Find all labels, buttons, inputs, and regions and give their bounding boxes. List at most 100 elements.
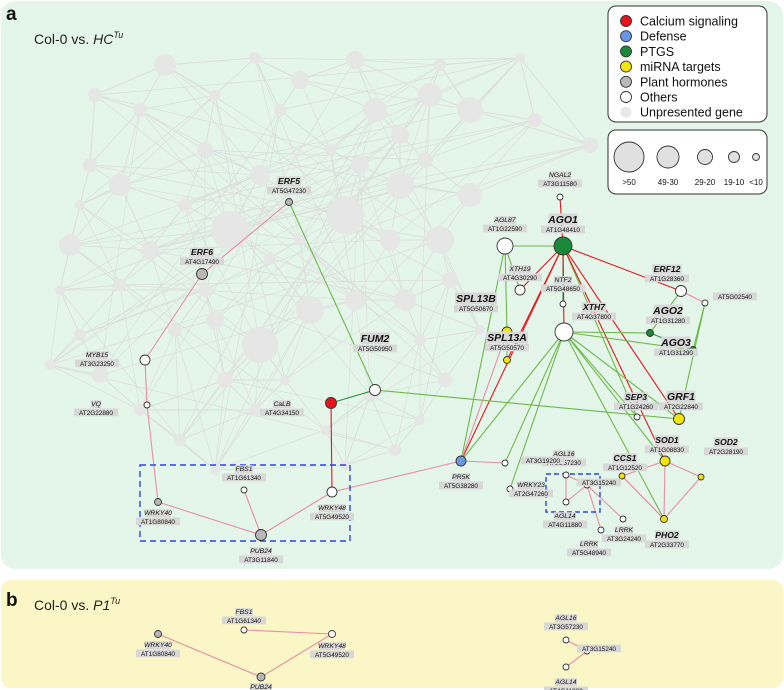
gene-locus-a-pr5k: AT5G38280 [444,483,478,490]
interaction-edge-a-myb15-vq [144,359,148,406]
background-edge [354,59,441,66]
legend-label-3: miRNA targets [640,60,721,74]
gene-label-bg [145,641,171,649]
gene-label-bg [85,351,109,359]
interaction-edge-a-at3g15240-lrrk1 [586,484,624,520]
gene-locus-a-pho2: AT2G33770 [650,542,684,549]
gene-locus-a-sod1: AT1G08830 [650,447,684,454]
category-legend [607,5,768,123]
gene-name-a-wrky40: WRKY40 [144,510,172,517]
gene-node-a-agl16 [562,471,570,479]
background-edge [69,229,231,246]
gene-node-a-lrrk1 [619,515,627,523]
gene-locus-a-pub24: AT3G11840 [244,557,278,564]
locus-label-bg [74,408,118,417]
interaction-edge-a-ago1-sep3 [562,245,638,418]
unpresented-gene-node [515,53,525,63]
gene-name-a-ago2: AGO2 [652,305,683,317]
gene-locus-a-xth7: AT4G37800 [577,314,611,321]
gene-label-bg [548,171,572,179]
gene-locus-a-wrky40: AT1G80840 [141,519,175,526]
gene-label-bg [90,400,102,408]
background-edge [214,57,256,96]
gene-locus-b-wrky48: AT5G49520 [315,652,349,659]
locus-label-bg [645,540,689,549]
locus-label-bg [136,517,180,526]
gene-locus-b-agl14: AT4G11880 [549,688,583,690]
unpresented-gene-node [92,367,108,383]
gene-label-bg [579,540,599,548]
legend-swatch-1 [620,30,632,43]
size-legend-circle-2 [697,149,713,165]
gene-name-b-fbs1: FBS1 [236,609,253,616]
background-edge [259,119,536,176]
background-edge [214,94,286,381]
locus-label-bg [75,359,119,368]
background-edge [139,109,451,281]
background-edge [204,149,446,381]
unpresented-gene-node [345,290,365,310]
gene-label-bg [548,213,578,225]
background-edge [519,57,591,146]
interaction-edge-b-wrky48-pub24 [260,633,333,678]
gene-node-a-fbs1 [240,486,248,494]
background-edge [369,394,396,451]
gene-label-bg [485,331,529,343]
background-edge [139,109,421,341]
background-edge [119,94,216,186]
legend-label-5: Others [640,91,678,105]
unpresented-gene-node [438,373,452,387]
background-edge [299,59,356,81]
background-edge [204,149,471,196]
interaction-edge-a-fum2-grf1 [374,389,680,420]
gene-name-a-sod2: SOD2 [714,437,738,447]
background-edge [139,379,226,411]
interaction-edge-a-xth7-sod1 [563,331,666,462]
background-edge [254,57,356,301]
background-edge [214,379,226,471]
locus-label-bg [260,408,304,417]
background-edge [259,149,331,176]
interaction-edge-a-agl87-pr5k [460,245,506,462]
locus-label-bg [310,512,354,521]
gene-name-a-myb15: MYB15 [86,352,109,359]
gene-name-b-pub24: PUB24 [250,684,272,690]
locus-label-bg [310,650,354,659]
unpresented-gene-node [178,198,192,212]
gene-name-a-wrky48: WRKY48 [318,505,346,512]
gene-name-a-calb: CaLB [273,401,290,408]
background-edge [419,94,431,341]
unpresented-gene-node [249,52,261,64]
unpresented-gene-node [242,327,278,363]
unpresented-gene-node [442,272,458,288]
legend-swatch-3 [620,60,632,73]
size-legend-label-4: <10 [749,178,763,187]
background-edge [119,184,151,251]
unpresented-gene-node [415,415,425,425]
gene-locus-a-lrrk1: AT3G24240 [607,536,641,543]
background-edge [344,394,371,466]
background-edge [299,79,331,151]
background-edge [49,284,121,366]
gene-locus-a-at3g19200: AT3G19200 [526,458,560,465]
gene-label-bg [319,504,345,512]
locus-label-bg [704,447,748,456]
gene-label-bg [249,683,273,690]
panel-a-letter: a [6,4,17,25]
background-edge [359,164,406,301]
gene-node-b-agl14 [562,663,570,671]
background-edge [49,134,401,366]
panel-a-title: Col-0 vs. HCTu [34,30,123,47]
unpresented-gene-node [198,283,212,297]
gene-locus-a-grf1: AT2G22840 [664,404,698,411]
gene-name-a-vq: VQ [91,401,102,408]
background-edge [344,419,421,466]
gene-locus-a-xth19: AT4G30290 [503,275,537,282]
background-edge [419,279,451,341]
interaction-edge-a-erf6-myb15 [144,273,203,361]
unpresented-gene-node [475,325,485,335]
gene-label-bg [553,276,573,284]
gene-name-a-fum2: FUM2 [361,333,390,345]
background-edge [79,149,206,206]
gene-label-bg [451,473,471,481]
